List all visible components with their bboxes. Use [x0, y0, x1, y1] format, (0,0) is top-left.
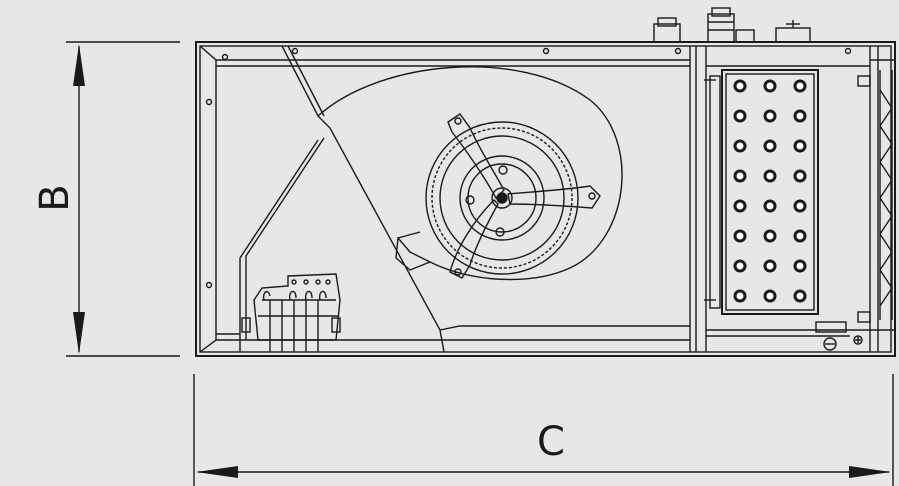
perforation-hole [733, 79, 747, 93]
perforation-hole [763, 169, 777, 183]
perforation-hole [793, 259, 807, 273]
dimension-c-label: C [537, 419, 565, 465]
filter-perforations [733, 79, 807, 303]
dimension-c [193, 374, 894, 486]
perforation-hole [793, 79, 807, 93]
perforation-hole [793, 229, 807, 243]
perforation-hole [793, 139, 807, 153]
perforation-hole [733, 169, 747, 183]
perforation-hole [763, 79, 777, 93]
perforation-hole [763, 289, 777, 303]
perforation-hole [793, 289, 807, 303]
perforation-hole [763, 199, 777, 213]
perforated-filter-panel [704, 69, 819, 315]
perforation-hole [733, 289, 747, 303]
perforation-hole [733, 139, 747, 153]
perforation-hole [733, 259, 747, 273]
perforation-hole [763, 259, 777, 273]
perforation-hole [763, 229, 777, 243]
side-filter-frame [857, 59, 895, 331]
perforation-hole [793, 199, 807, 213]
perforation-hole [793, 109, 807, 123]
perforation-hole [733, 229, 747, 243]
cable-glands [653, 7, 811, 43]
perforation-hole [793, 169, 807, 183]
dimension-b-label: B [32, 184, 78, 212]
dimension-b [66, 41, 180, 357]
perforation-hole [763, 109, 777, 123]
drain-fittings [815, 321, 863, 351]
centrifugal-fan [317, 66, 623, 281]
internal-baffle [239, 45, 690, 353]
terminal-block [241, 273, 341, 352]
perforation-hole [763, 139, 777, 153]
unit-housing [195, 41, 896, 357]
perforation-hole [733, 199, 747, 213]
perforation-hole [733, 109, 747, 123]
